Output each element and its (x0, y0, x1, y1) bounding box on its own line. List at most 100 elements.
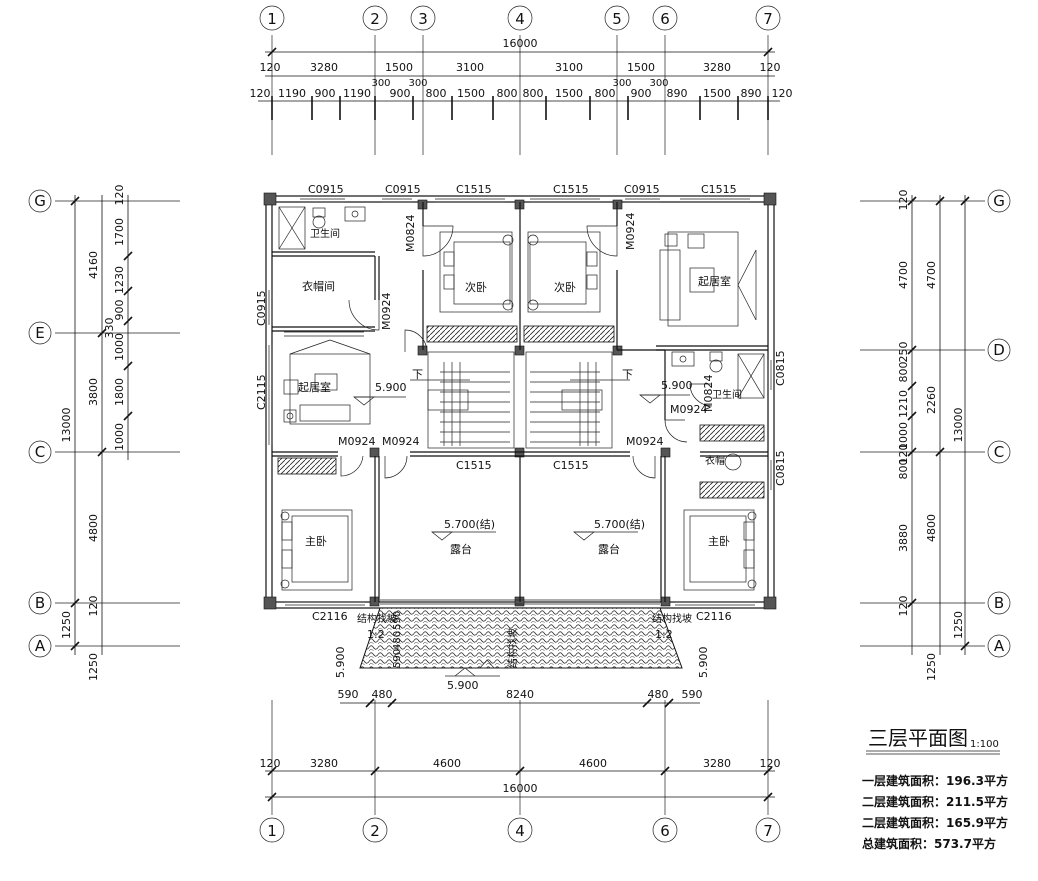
bathroom-right-fixtures (671, 351, 765, 399)
grid-label-left: B (35, 594, 45, 612)
stair-dim: 480 (392, 631, 403, 650)
svg-text:120: 120 (87, 596, 100, 617)
svg-text:120: 120 (113, 185, 126, 206)
svg-text:480: 480 (372, 688, 393, 701)
eave-note-right: 结构找坡 (652, 612, 692, 625)
svg-text:120: 120 (760, 61, 781, 74)
svg-text:2260: 2260 (925, 386, 938, 414)
svg-text:120: 120 (260, 757, 281, 770)
svg-text:1500: 1500 (385, 61, 413, 74)
grid-label-top: 6 (660, 10, 670, 28)
door-tag: M0924 (380, 293, 393, 331)
window-tag: C0815 (774, 350, 787, 386)
dims-left: 13000 1250 4160 3800 4800 1250 120 1700 … (60, 185, 133, 681)
svg-text:1250: 1250 (925, 653, 938, 681)
grid-bubbles-bottom: 1 2 4 6 7 (259, 817, 781, 843)
svg-text:590: 590 (338, 688, 359, 701)
grid-label-right: G (993, 192, 1005, 210)
dims-top: 16000 120 3280 1500 3100 3100 1500 3280 … (250, 37, 793, 120)
grid-label-right: D (993, 341, 1005, 359)
level-marks (353, 394, 690, 677)
closet-right-furniture (699, 424, 765, 499)
grid-label-top: 4 (515, 10, 525, 28)
svg-text:8240: 8240 (506, 688, 534, 701)
level-terrace-left: 5.700(结) (444, 518, 495, 531)
grid-label-bottom: 7 (763, 822, 773, 840)
grid-label-right: C (994, 443, 1004, 461)
stair-down-right: 下 (622, 368, 633, 381)
svg-text:250: 250 (897, 342, 910, 363)
area-line: 二层建筑面积：211.5平方 (862, 794, 1008, 809)
dim-left-outer: 13000 (60, 408, 73, 443)
room-label-living-right: 起居室 (698, 274, 731, 288)
svg-text:300: 300 (649, 78, 668, 89)
master-bedroom-left-furniture (277, 457, 353, 591)
svg-text:3280: 3280 (310, 61, 338, 74)
svg-text:1800: 1800 (113, 378, 126, 406)
bedroom-2a-furniture (426, 231, 518, 343)
dim-overall-bottom: 16000 (503, 782, 538, 795)
svg-text:3280: 3280 (703, 757, 731, 770)
window-tag: C2116 (312, 610, 348, 623)
svg-text:300: 300 (612, 78, 631, 89)
grid-label-left: C (35, 443, 45, 461)
svg-text:4800: 4800 (925, 514, 938, 542)
slope-left: 1:2 (367, 628, 385, 641)
drawing-title: 三层平面图 (868, 726, 968, 750)
drawing-scale: 1:100 (970, 739, 999, 750)
eave-note-center: 结构找坡 (506, 628, 519, 668)
svg-text:1500: 1500 (555, 87, 583, 100)
svg-text:1190: 1190 (278, 87, 306, 100)
area-line: 总建筑面积：573.7平方 (862, 836, 996, 851)
svg-text:1000: 1000 (897, 422, 910, 450)
dim-left-outer: 1250 (60, 611, 73, 639)
svg-text:3800: 3800 (87, 378, 100, 406)
svg-text:1500: 1500 (627, 61, 655, 74)
svg-text:800: 800 (595, 87, 616, 100)
bedroom-2b-furniture (523, 231, 615, 343)
level-hall-left: 5.900 (375, 381, 407, 394)
door-tag: M0924 (382, 435, 420, 448)
living-left-furniture (283, 339, 371, 425)
room-label-master-right: 主卧 (708, 535, 730, 548)
level-side-right: 5.900 (697, 647, 710, 679)
grid-label-bottom: 4 (515, 822, 525, 840)
master-bedroom-right-furniture (683, 509, 757, 591)
svg-text:1000: 1000 (113, 333, 126, 361)
svg-text:4160: 4160 (87, 251, 100, 279)
room-label-living-left: 起居室 (298, 380, 331, 394)
svg-text:1230: 1230 (113, 266, 126, 294)
grid-label-bottom: 1 (267, 822, 277, 840)
stair-dim: 590 (392, 649, 403, 668)
svg-text:800: 800 (897, 362, 910, 383)
svg-text:300: 300 (371, 78, 390, 89)
window-tag: C0915 (308, 183, 344, 196)
level-hall-right: 5.900 (661, 379, 693, 392)
closet-left-rail (284, 331, 364, 337)
door-tag: M0824 (404, 215, 417, 253)
grid-label-left: A (35, 637, 46, 655)
svg-text:4600: 4600 (433, 757, 461, 770)
window-tag: C0915 (255, 290, 268, 326)
room-label-bedroom-2a: 次卧 (465, 280, 487, 294)
svg-text:3880: 3880 (897, 524, 910, 552)
window-tag: C1515 (456, 183, 492, 196)
grid-lines-vertical (271, 35, 769, 815)
dims-right: 13000 1250 4700 2260 4800 1250 120 4700 … (897, 190, 970, 681)
level-front: 5.900 (447, 679, 479, 692)
dim-row2-bottom: 120 3280 4600 4600 3280 120 (260, 757, 781, 770)
svg-text:590: 590 (682, 688, 703, 701)
svg-text:3280: 3280 (703, 61, 731, 74)
svg-text:890: 890 (741, 87, 762, 100)
dims-bottom: 590 480 8240 480 590 120 3280 4600 4600 … (260, 688, 781, 802)
svg-text:1250: 1250 (952, 611, 965, 639)
door-tag: M0924 (670, 403, 708, 416)
window-tag: C0915 (385, 183, 421, 196)
stairs-right (525, 351, 630, 449)
slope-right: 1:2 (655, 628, 673, 641)
building-walls (263, 192, 777, 610)
svg-text:4800: 4800 (87, 514, 100, 542)
grid-label-right: A (994, 637, 1005, 655)
svg-text:1500: 1500 (457, 87, 485, 100)
svg-text:330: 330 (103, 318, 116, 339)
